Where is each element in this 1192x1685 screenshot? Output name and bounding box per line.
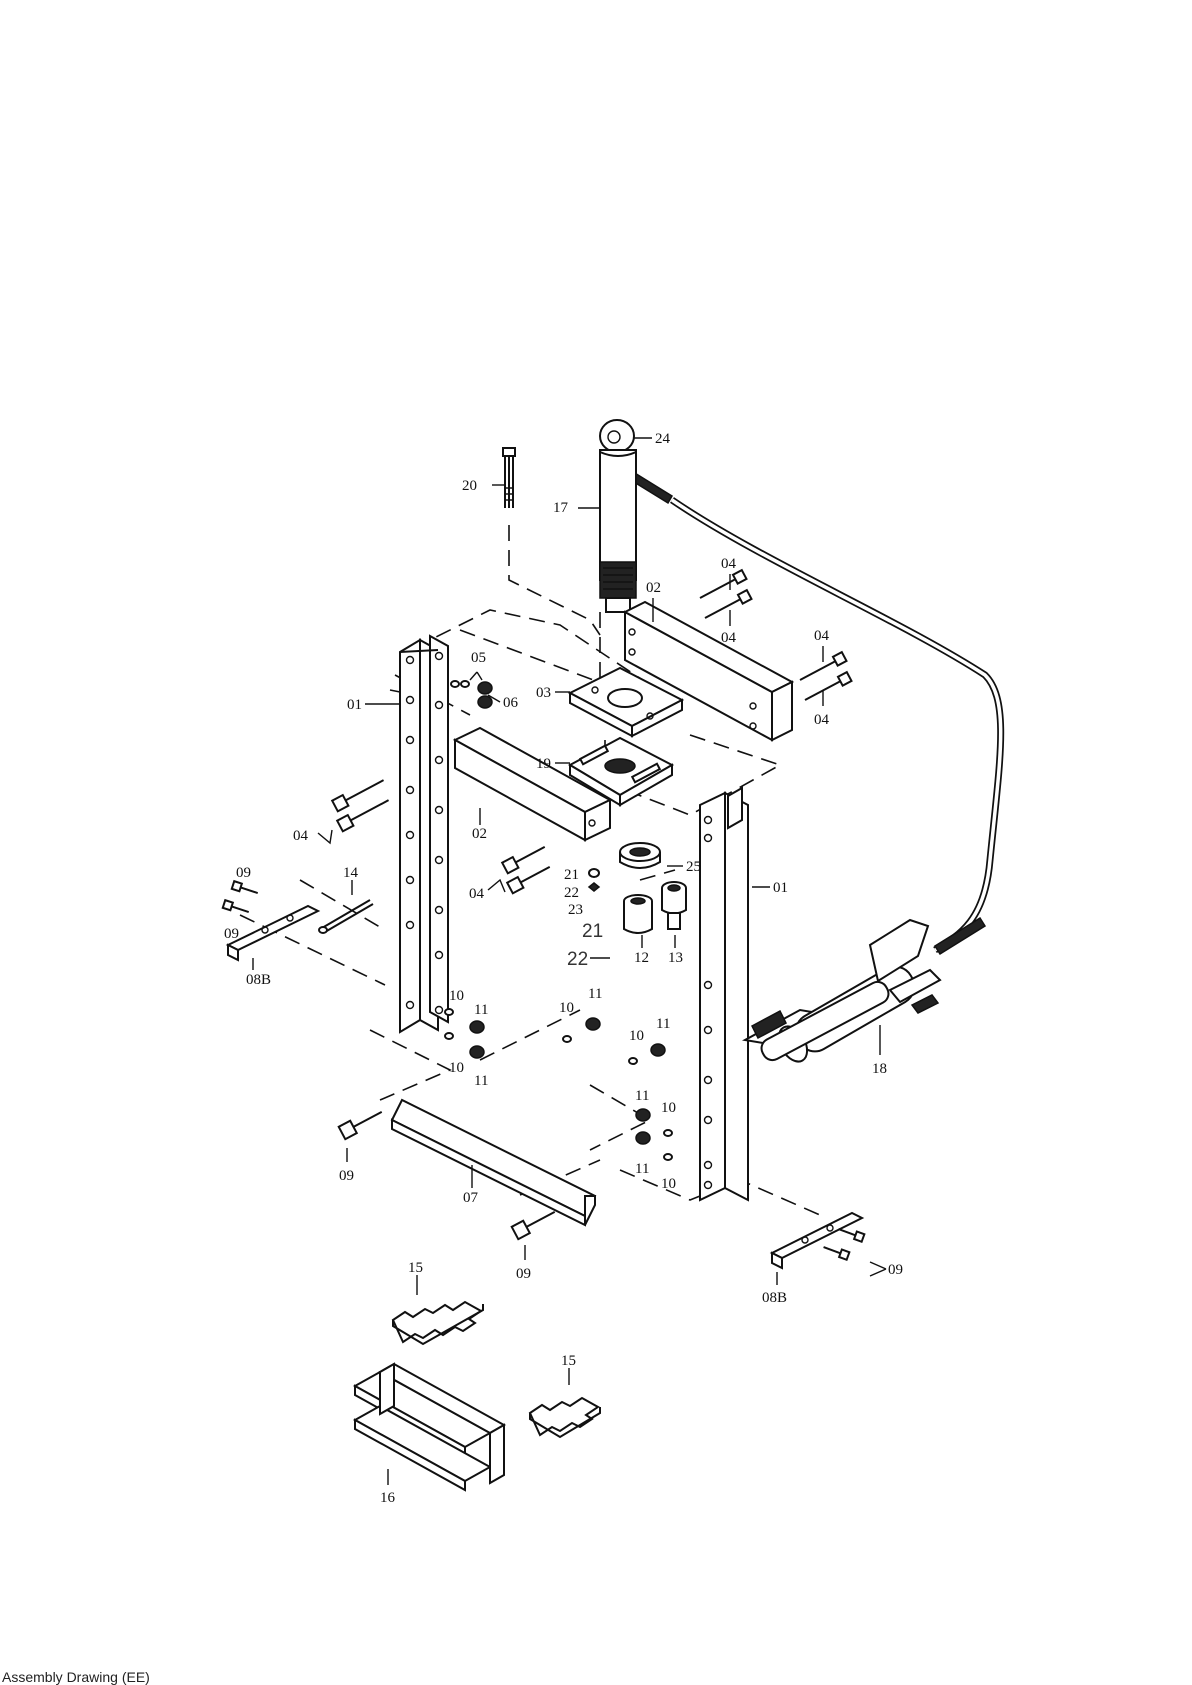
label-02-mid: 02 — [472, 826, 487, 842]
label-22-large: 22 — [567, 949, 588, 970]
label-11-f: 11 — [635, 1161, 649, 1177]
label-17: 17 — [553, 500, 569, 516]
label-25: 25 — [686, 859, 701, 875]
label-18: 18 — [872, 1061, 887, 1077]
pad-15-b — [530, 1398, 600, 1437]
label-10-e: 10 — [661, 1100, 676, 1116]
label-09-right: 09 — [888, 1262, 903, 1278]
label-01-left: 01 — [347, 697, 362, 713]
right-frame-01 — [700, 788, 748, 1200]
foot-08b-left — [228, 906, 318, 960]
label-16: 16 — [380, 1490, 396, 1506]
label-21: 21 — [564, 867, 579, 883]
label-11-e: 11 — [635, 1088, 649, 1104]
label-15-a: 15 — [408, 1260, 423, 1276]
label-15-b: 15 — [561, 1353, 576, 1369]
hand-pump-18 — [745, 920, 940, 1066]
label-07: 07 — [463, 1190, 479, 1206]
label-12: 12 — [634, 950, 649, 966]
label-10-c: 10 — [559, 1000, 574, 1016]
foot-08b-right — [772, 1213, 862, 1268]
label-11-a: 11 — [474, 1002, 488, 1018]
hydraulic-cylinder — [600, 420, 636, 612]
label-09-left-b: 09 — [224, 926, 239, 942]
label-01-right: 01 — [773, 880, 788, 896]
label-23: 23 — [568, 902, 583, 918]
label-05: 05 — [471, 650, 486, 666]
label-24: 24 — [655, 431, 671, 447]
label-09-bottom-a: 09 — [339, 1168, 354, 1184]
small-washers-21-22 — [589, 869, 599, 891]
label-20: 20 — [462, 478, 477, 494]
label-04-mid: 04 — [469, 886, 485, 902]
label-10-b: 10 — [449, 1060, 464, 1076]
label-10-f: 10 — [661, 1176, 676, 1192]
bolt-20 — [503, 448, 515, 508]
footer-caption: Assembly Drawing (EE) — [2, 1669, 150, 1685]
left-frame-01 — [400, 636, 448, 1032]
pad-15-a — [393, 1302, 483, 1344]
label-04-right-a: 04 — [814, 628, 830, 644]
label-08b-left: 08B — [246, 972, 271, 988]
label-22: 22 — [564, 885, 579, 901]
label-04-right-b: 04 — [814, 712, 830, 728]
label-09-bottom-b: 09 — [516, 1266, 531, 1282]
base-rails-16 — [355, 1364, 504, 1490]
label-10-d: 10 — [629, 1028, 644, 1044]
adapter-13 — [662, 882, 686, 929]
callout-labels: 20 17 24 02 04 04 04 04 05 06 01 03 19 0… — [224, 431, 903, 1506]
adapter-25 — [620, 843, 660, 868]
label-03: 03 — [536, 685, 551, 701]
adapter-12 — [624, 895, 652, 933]
label-08b-right: 08B — [762, 1290, 787, 1306]
label-19: 19 — [536, 756, 551, 772]
label-11-b: 11 — [474, 1073, 488, 1089]
label-04-top-a: 04 — [721, 556, 737, 572]
label-09-left-a: 09 — [236, 865, 251, 881]
label-11-d: 11 — [656, 1016, 670, 1032]
label-04-left: 04 — [293, 828, 309, 844]
bottom-beam-07 — [392, 1100, 595, 1225]
label-06: 06 — [503, 695, 519, 711]
label-14: 14 — [343, 865, 359, 881]
label-10-a: 10 — [449, 988, 464, 1004]
label-11-c: 11 — [588, 986, 602, 1002]
rod-14 — [319, 900, 373, 933]
label-21-large: 21 — [582, 921, 603, 942]
label-02-top: 02 — [646, 580, 661, 596]
label-13: 13 — [668, 950, 683, 966]
label-04-top-b: 04 — [721, 630, 737, 646]
